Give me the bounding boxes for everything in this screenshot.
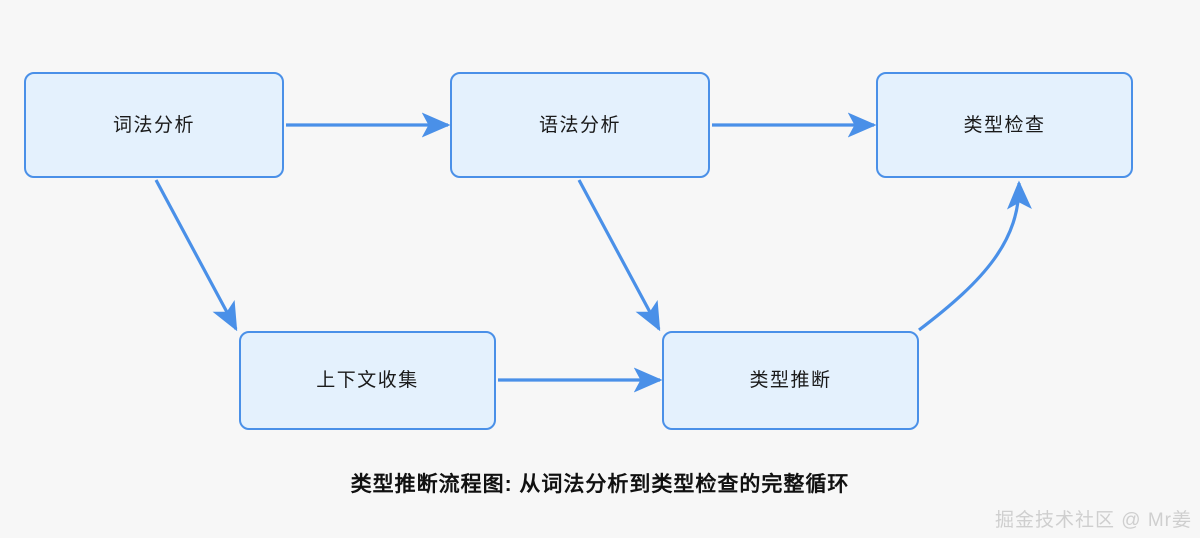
node-type-checking[interactable]: 类型检查 [876, 72, 1133, 178]
node-lexical-analysis[interactable]: 词法分析 [24, 72, 284, 178]
edge-inference-to-typecheck [918, 180, 1032, 332]
node-context-collection[interactable]: 上下文收集 [239, 331, 496, 430]
node-label: 语法分析 [538, 114, 621, 136]
node-syntax-analysis[interactable]: 语法分析 [450, 72, 710, 178]
node-label: 类型推断 [749, 370, 832, 391]
node-type-inference[interactable]: 类型推断 [662, 331, 919, 430]
edge-lexical-to-context [154, 179, 238, 332]
watermark: 掘金技术社区 @ Mr姜 [995, 510, 1192, 531]
edge-syntax-to-inference [577, 179, 661, 332]
node-label: 上下文收集 [316, 370, 419, 391]
node-label: 词法分析 [112, 114, 195, 136]
diagram-caption: 类型推断流程图: 从词法分析到类型检查的完整循环 [350, 473, 850, 496]
node-label: 类型检查 [963, 114, 1046, 136]
